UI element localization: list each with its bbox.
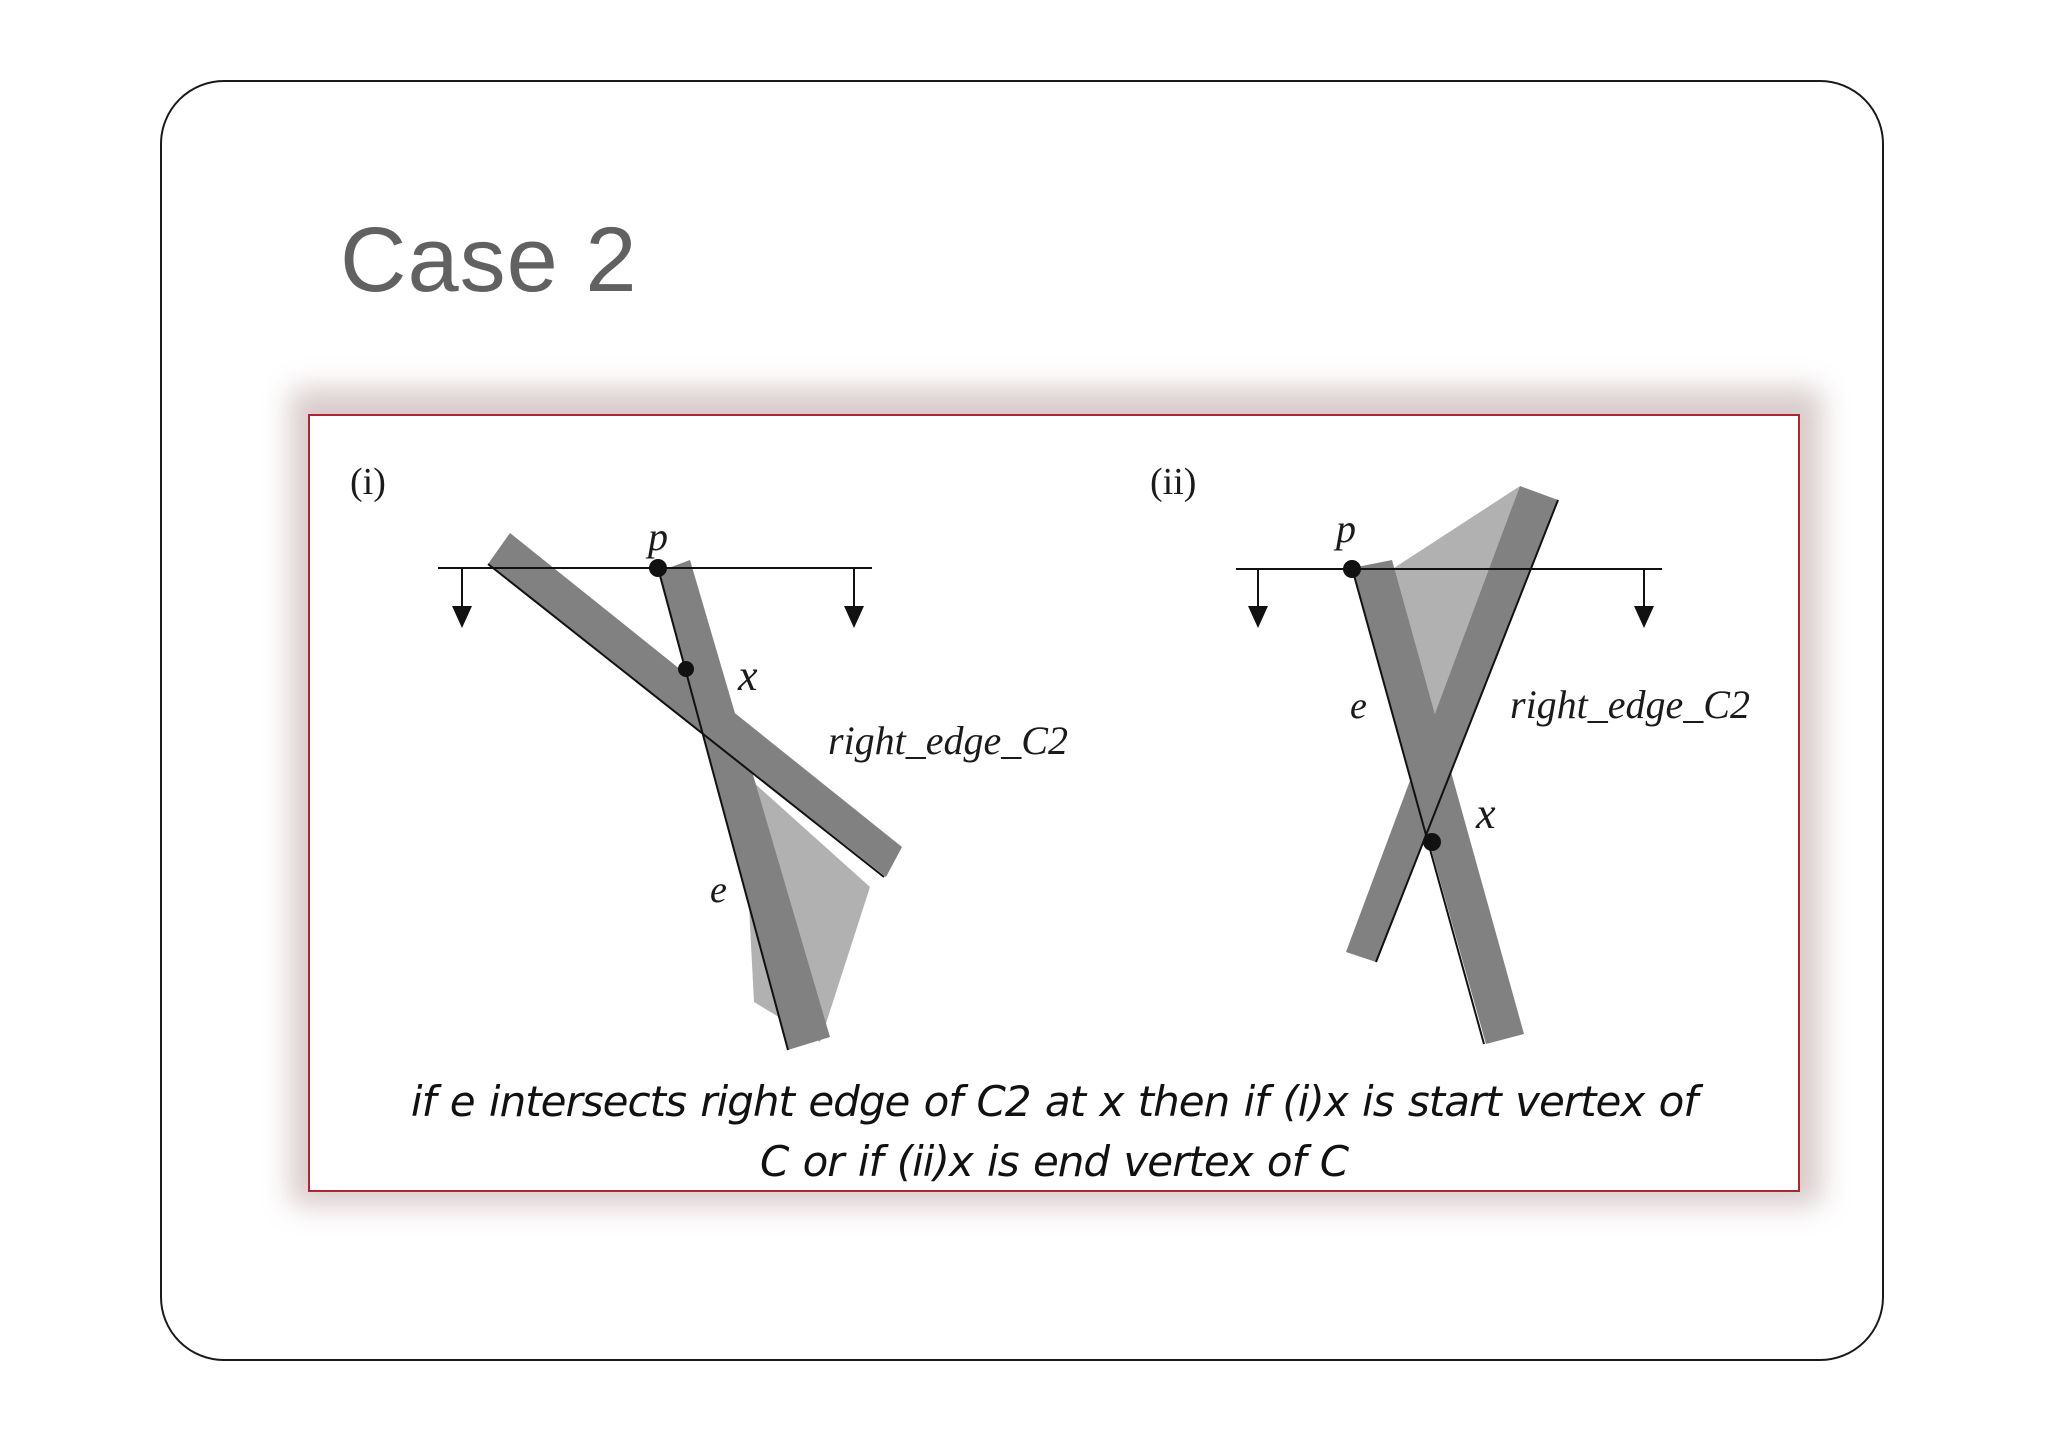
- panel-ii-light-region: [1394, 486, 1520, 718]
- panel-ii-e-label: e: [1350, 685, 1367, 727]
- panel-i-edge-e-band: [658, 560, 830, 1050]
- panel-i-arrow-left-icon: [452, 606, 472, 628]
- panel-ii-x-label: x: [1475, 789, 1496, 838]
- panel-i-point-x: [678, 661, 694, 677]
- panel-i-arrow-right-icon: [844, 606, 864, 628]
- panel-ii: (ii) p e right_edge_C2 x: [1150, 461, 1750, 1045]
- panel-i-e-label: e: [710, 869, 727, 911]
- slide-title: Case 2: [340, 209, 638, 311]
- panel-ii-p-label: p: [1333, 506, 1356, 551]
- panel-i-edge-e-line: [657, 567, 789, 1051]
- figure-panel: (i) p x right_edge_C2 e: [308, 414, 1800, 1192]
- panel-i-point-p: [649, 559, 667, 577]
- caption-line-2: C or if (ii)x is end vertex of C: [759, 1137, 1349, 1186]
- panel-ii-right-edge-label: right_edge_C2: [1510, 682, 1750, 727]
- panel-i-label: (i): [350, 461, 386, 503]
- panel-ii-point-p: [1343, 560, 1361, 578]
- panel-i-right-edge-label: right_edge_C2: [828, 718, 1068, 763]
- panel-i-p-label: p: [645, 514, 668, 559]
- panel-i: (i) p x right_edge_C2 e: [350, 461, 1068, 1051]
- panel-ii-point-x: [1423, 833, 1441, 851]
- panel-ii-label: (ii): [1150, 461, 1196, 503]
- diagram-canvas: (i) p x right_edge_C2 e: [350, 461, 1750, 1051]
- panel-ii-right-edge-band: [1346, 486, 1558, 962]
- panel-ii-right-edge-line: [1375, 499, 1559, 963]
- panel-ii-arrow-right-icon: [1634, 606, 1654, 628]
- figure-caption: if e intersects right edge of C2 at x th…: [310, 1072, 1798, 1192]
- panel-i-x-label: x: [737, 651, 758, 700]
- panel-ii-arrow-left-icon: [1248, 606, 1268, 628]
- caption-line-1: if e intersects right edge of C2 at x th…: [410, 1077, 1698, 1126]
- panel-i-right-edge-line: [487, 563, 885, 878]
- panel-ii-edge-e-line: [1351, 567, 1485, 1045]
